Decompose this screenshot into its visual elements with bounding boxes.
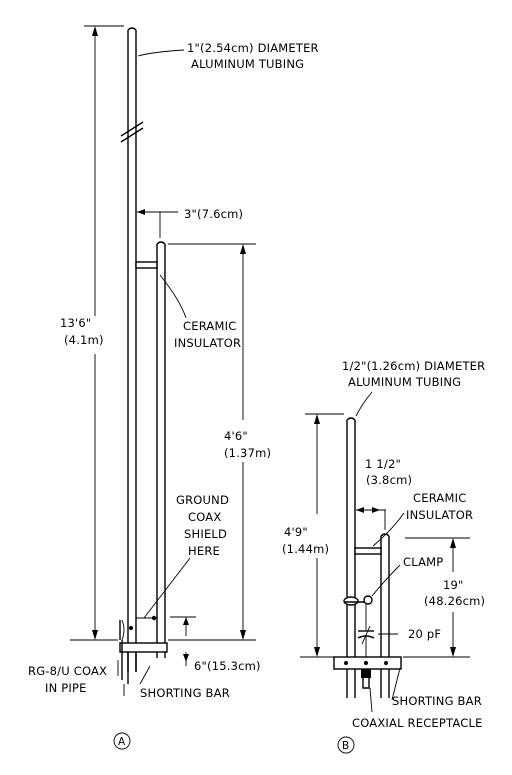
label-bar-offset-a: 6"(15.3cm) — [194, 659, 261, 673]
label-ground-a-1: GROUND — [176, 493, 229, 507]
figure-id-b-text: B — [342, 740, 349, 752]
label-coax-a-1: RG-8/U COAX — [28, 664, 107, 678]
coax-cable-a — [117, 619, 125, 676]
dimension-spacing-b — [356, 507, 386, 530]
label-insulator-b-1: CERAMIC — [413, 491, 466, 505]
label-spacing-b-1: 1 1/2" — [365, 457, 401, 471]
label-coax-a-2: IN PIPE — [45, 681, 87, 695]
label-spacing-b-2: (3.8cm) — [366, 473, 412, 487]
figure-id-b: B — [337, 736, 355, 754]
label-ground-a-4: HERE — [188, 544, 220, 558]
dimension-bar-offset-a — [170, 616, 196, 666]
coaxial-receptacle-b — [361, 669, 371, 689]
figure-id-a: A — [113, 732, 131, 750]
leaders-a — [137, 49, 191, 685]
shorting-bar-a — [119, 615, 168, 696]
label-stub-a-2: (1.37m) — [224, 446, 271, 460]
stub-tube-b — [380, 533, 390, 698]
label-insulator-a-2: INSULATOR — [174, 336, 241, 350]
ceramic-insulator-b — [354, 547, 382, 555]
label-shorting-bar-b: SHORTING BAR — [392, 694, 482, 708]
label-height-b-2: (1.44m) — [282, 542, 329, 556]
figure-id-a-text: A — [118, 736, 126, 748]
label-tap-b-2: (48.26cm) — [424, 594, 485, 608]
dimension-height-a — [70, 25, 124, 641]
label-ground-a-3: SHIELD — [184, 527, 227, 541]
label-tubing-b-2: ALUMINUM TUBING — [348, 375, 461, 389]
label-ground-a-2: COAX — [188, 510, 221, 524]
figure-b: 1/2"(1.26cm) DIAMETER ALUMINUM TUBING 1 … — [282, 359, 485, 754]
capacitor-b — [357, 604, 375, 660]
label-spacing-a: 3"(7.6cm) — [184, 207, 243, 221]
dimension-tap-b — [403, 537, 470, 658]
label-clamp-b: CLAMP — [403, 555, 443, 569]
dimension-stub-a — [168, 243, 256, 641]
label-tubing-a-1: 1"(2.54cm) DIAMETER — [187, 41, 319, 55]
figure-a: 1"(2.54cm) DIAMETER ALUMINUM TUBING 3"(7… — [28, 25, 319, 750]
shorting-bar-b — [333, 656, 402, 670]
label-tubing-a-2: ALUMINUM TUBING — [191, 57, 304, 71]
main-radiator-tube-b — [346, 417, 356, 698]
dimension-spacing-a — [137, 209, 178, 238]
label-height-a-1: 13'6" — [60, 316, 91, 330]
label-height-b-1: 4'9" — [284, 525, 308, 539]
label-height-a-2: (4.1m) — [64, 333, 104, 347]
clamp-b — [343, 595, 373, 606]
label-tap-b-1: 19" — [443, 578, 464, 592]
label-cap-b: 20 pF — [408, 627, 441, 641]
leaders-b — [355, 391, 405, 713]
label-tubing-b-1: 1/2"(1.26cm) DIAMETER — [342, 359, 485, 373]
ceramic-insulator-a — [135, 261, 158, 269]
stub-tube-a — [156, 241, 166, 652]
label-shorting-bar-a: SHORTING BAR — [140, 686, 230, 700]
dimension-height-b — [300, 413, 344, 658]
main-radiator-tube-a — [120, 27, 144, 672]
label-stub-a-1: 4'6" — [224, 429, 248, 443]
label-insulator-a-1: CERAMIC — [183, 319, 236, 333]
label-receptacle-b: COAXIAL RECEPTACLE — [352, 716, 483, 730]
label-insulator-b-2: INSULATOR — [406, 508, 473, 522]
